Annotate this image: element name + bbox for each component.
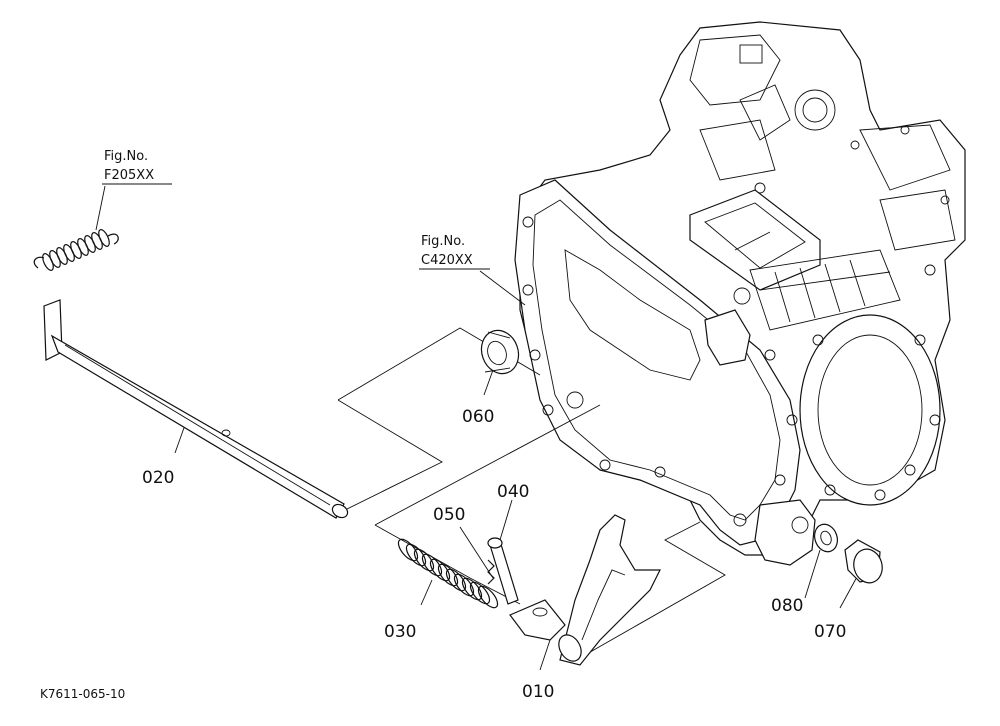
spring-f205xx — [33, 229, 119, 271]
part-label-060: 060 — [462, 407, 494, 427]
figure-ref-label: Fig.No. — [421, 234, 465, 249]
figure-ref-number: C420XX — [421, 253, 473, 268]
pin-050 — [487, 559, 495, 585]
bearing-060 — [480, 329, 520, 375]
drawing-code: K7611-065-10 — [40, 687, 125, 701]
part-label-030: 030 — [384, 622, 416, 642]
part-label-080: 080 — [771, 596, 803, 616]
part-label-020: 020 — [142, 468, 174, 488]
part-label-010: 010 — [522, 682, 554, 702]
part-label-070: 070 — [814, 622, 846, 642]
figure-ref-number: F205XX — [104, 168, 154, 183]
transmission-housing — [514, 21, 966, 566]
figure-ref-f205xx: Fig.No. F205XX — [102, 149, 172, 185]
figure-ref-c420xx: Fig.No. C420XX — [419, 234, 490, 270]
part-label-050: 050 — [433, 505, 465, 525]
washer-080 — [814, 523, 838, 553]
spring-pin-040 — [487, 537, 519, 605]
shift-shaft-020 — [43, 299, 349, 519]
part-label-040: 040 — [497, 482, 529, 502]
figure-ref-label: Fig.No. — [104, 149, 148, 164]
shift-fork-010 — [509, 514, 661, 666]
spring-030 — [397, 538, 499, 609]
plug-070 — [844, 539, 883, 584]
leader-lines — [95, 185, 859, 671]
